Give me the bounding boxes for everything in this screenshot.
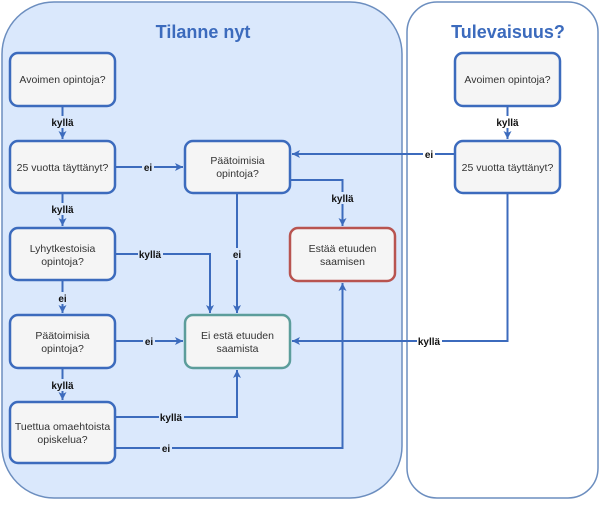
node-avoimen-future: Avoimen opintoja? (453, 51, 562, 108)
node-age-future: 25 vuotta täyttänyt? (453, 139, 562, 195)
node-label: Tuettua omaehtoista (15, 421, 110, 433)
node-label: saamista (216, 343, 258, 355)
edge-label: ei (425, 150, 434, 161)
edge-label: kyllä (139, 250, 162, 261)
node-label: 25 vuotta täyttänyt? (462, 162, 554, 174)
node-label: 25 vuotta täyttänyt? (17, 162, 109, 174)
edge-label: ei (145, 337, 154, 348)
edge-label: ei (233, 250, 242, 261)
node-ei-esta-outcome: Ei estä etuuden saamista (183, 313, 292, 370)
container-future-title: Tulevaisuus? (451, 22, 565, 42)
edge-label: ei (144, 163, 153, 174)
node-label: Päätoimisia (35, 330, 89, 342)
edge-label: kyllä (331, 194, 354, 205)
node-label: Päätoimisia (210, 155, 264, 167)
edge-paatoim-upper-to-estaa (290, 179, 347, 226)
node-label: Avoimen opintoja? (464, 74, 550, 86)
edge-age-future-to-ei-esta (292, 193, 509, 345)
edge-label: kyllä (418, 337, 441, 348)
container-now (1, 1, 403, 499)
node-label: opintoja? (41, 343, 84, 355)
edge-label: kyllä (160, 413, 183, 424)
node-label: opintoja? (216, 168, 259, 180)
node-estaa-outcome: Estää etuuden saamisen (288, 226, 397, 283)
edge-label: kyllä (496, 118, 519, 129)
node-lyhytkestoisia: Lyhytkestoisia opintoja? (8, 226, 117, 282)
node-label: Lyhytkestoisia (30, 243, 96, 255)
node-label: Avoimen opintoja? (19, 74, 105, 86)
edge-label: kyllä (51, 205, 74, 216)
node-avoimen-now: Avoimen opintoja? (8, 51, 117, 108)
node-label: Ei estä etuuden (201, 330, 274, 342)
container-now-title: Tilanne nyt (156, 22, 251, 42)
node-age-now: 25 vuotta täyttänyt? (8, 139, 117, 195)
node-paatoimisia-lower: Päätoimisia opintoja? (8, 313, 117, 370)
edge-label: ei (162, 444, 171, 455)
edge-label: kyllä (51, 381, 74, 392)
node-tuettua: Tuettua omaehtoista opiskelua? (8, 400, 117, 465)
node-label: Estää etuuden (309, 243, 377, 255)
node-label: opintoja? (41, 256, 84, 268)
node-label: opiskelua? (37, 434, 87, 446)
edge-tuettua-to-ei-esta (115, 370, 241, 418)
container-future (406, 1, 599, 499)
node-label: saamisen (320, 256, 365, 268)
edge-tuettua-to-estaa (115, 283, 347, 449)
edge-label: ei (58, 294, 67, 305)
node-paatoimisia-upper: Päätoimisia opintoja? (183, 139, 292, 195)
edge-labels: kyllä ei kyllä kyllä ei kyllä ei ei kyll… (50, 116, 520, 455)
edge-label: kyllä (51, 118, 74, 129)
